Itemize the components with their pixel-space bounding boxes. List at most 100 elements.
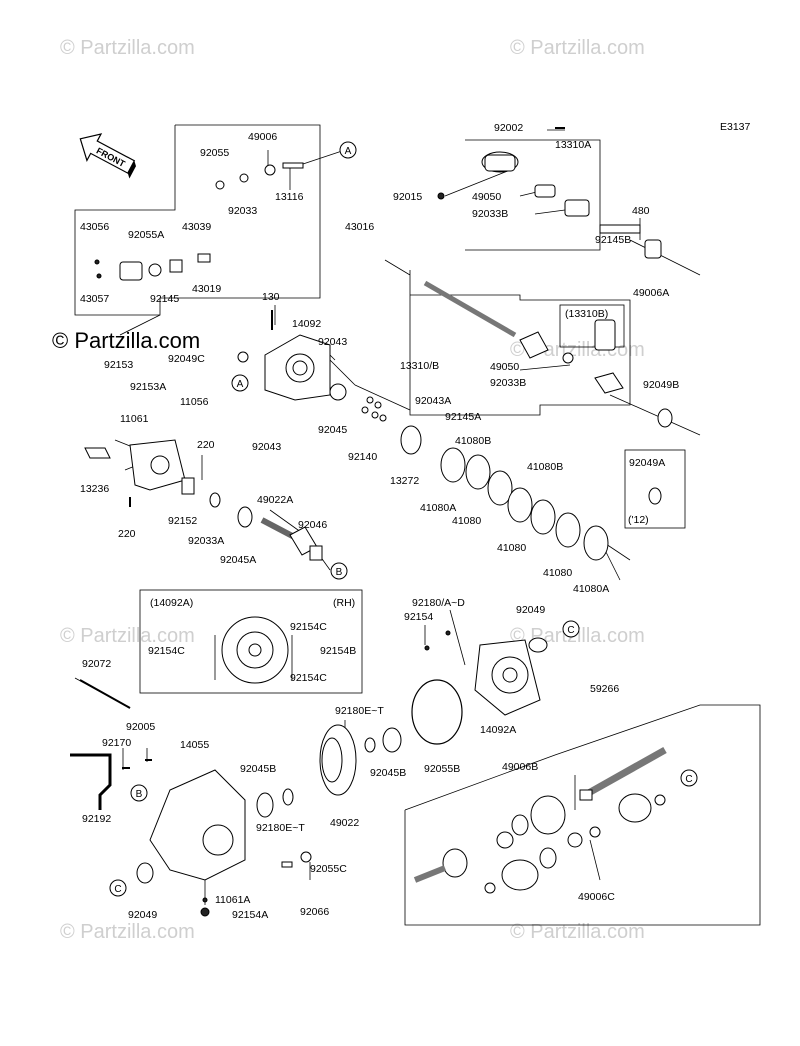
part-number-label: 92045B: [370, 767, 406, 779]
part-number-label: 92049: [516, 604, 545, 616]
part-number-label: 11061A: [215, 894, 250, 906]
part-number-label: 92033: [228, 205, 257, 217]
part-number-label: 220: [197, 439, 215, 451]
part-number-label: 11056: [180, 396, 209, 408]
rh-cover-shape: [221, 616, 289, 684]
part-number-label: 92045B: [240, 763, 276, 775]
part-number-label: 92154C: [290, 672, 327, 684]
watermark: © Partzilla.com: [60, 921, 195, 943]
part-number-label: 14055: [180, 739, 209, 751]
part-number-label: 92145A: [445, 411, 481, 423]
part-number-label: 92043A: [415, 395, 451, 407]
group-frames: [74, 124, 761, 926]
part-number-label: 92192: [82, 813, 111, 825]
part-number-labels: 92002 13310A 92015 49050 92033B 480 9214…: [80, 122, 679, 921]
watermark: © Partzilla.com: [60, 37, 195, 59]
part-number-label: 92046: [298, 519, 327, 531]
part-number-label: 92055B: [424, 763, 460, 775]
ref-marker-c: C: [562, 620, 580, 638]
front-arrow-icon: FRONT: [79, 133, 136, 179]
part-number-label: 130: [262, 291, 280, 303]
part-number-label: 92140: [348, 451, 377, 463]
ref-markers: A A B B C C C: [109, 141, 698, 897]
inset-label-assembly: (14092A): [150, 597, 193, 609]
ref-marker-c: C: [680, 769, 698, 787]
part-number-label: 92049B: [643, 379, 679, 391]
svg-text:A: A: [345, 146, 352, 157]
part-number-label: 92055: [200, 147, 229, 159]
part-number-label: 14092A: [480, 724, 516, 736]
ref-marker-b: B: [330, 562, 348, 580]
part-number-label: 43016: [345, 221, 374, 233]
part-number-label: 13272: [390, 475, 419, 487]
part-number-label: 220: [118, 528, 136, 540]
inset-label-sub-assembly: (13310B): [565, 308, 608, 320]
part-number-label: 41080B: [455, 435, 491, 447]
inset-label-side: (RH): [333, 597, 355, 609]
watermark: © Partzilla.com: [60, 625, 195, 647]
svg-text:B: B: [136, 789, 143, 800]
part-shapes: [70, 127, 673, 917]
part-number-label: 49050: [490, 361, 519, 373]
part-number-label: 92145: [150, 293, 179, 305]
diagram-code: E3137: [720, 121, 751, 133]
part-number-label: 13310A: [555, 139, 591, 151]
part-number-label: 92043: [252, 441, 281, 453]
part-number-label: 92055C: [310, 863, 347, 875]
part-number-label: 92033B: [472, 208, 508, 220]
part-number-label: 92066: [300, 906, 329, 918]
part-number-label: 92154: [404, 611, 433, 623]
part-number-label: 14092: [292, 318, 321, 330]
part-number-label: 13310/B: [400, 360, 439, 372]
part-number-label: 59266: [590, 683, 619, 695]
part-number-label: 41080: [543, 567, 572, 579]
part-number-label: 49022A: [257, 494, 293, 506]
svg-text:B: B: [336, 567, 343, 578]
part-number-label: 49050: [472, 191, 501, 203]
part-number-label: 92049: [128, 909, 157, 921]
svg-text:C: C: [567, 625, 574, 636]
part-number-label: 92033B: [490, 377, 526, 389]
inset-label-year: ('12): [628, 514, 649, 526]
part-number-label: 41080: [452, 515, 481, 527]
ref-marker-a: A: [339, 141, 357, 159]
part-number-label: 92154C: [148, 645, 185, 657]
part-number-label: 92045A: [220, 554, 256, 566]
part-number-label: 43057: [80, 293, 109, 305]
part-number-label: 92045: [318, 424, 347, 436]
ref-marker-c: C: [109, 879, 127, 897]
watermark: © Partzilla.com: [510, 921, 645, 943]
part-number-label: 92180/A~D: [412, 597, 465, 609]
part-number-label: 92154C: [290, 621, 327, 633]
svg-text:C: C: [685, 774, 692, 785]
part-number-label: 43056: [80, 221, 109, 233]
part-number-label: 92152: [168, 515, 197, 527]
part-number-label: 92180E~T: [335, 705, 384, 717]
svg-text:A: A: [237, 379, 244, 390]
part-number-label: 49006A: [633, 287, 669, 299]
part-number-label: 92049C: [168, 353, 205, 365]
part-number-label: 41080: [497, 542, 526, 554]
part-number-label: 92180E~T: [256, 822, 305, 834]
part-number-label: 92043: [318, 336, 347, 348]
part-number-label: 49022: [330, 817, 359, 829]
ref-marker-a: A: [231, 374, 249, 392]
part-number-label: 92170: [102, 737, 131, 749]
part-number-label: 92005: [126, 721, 155, 733]
svg-text:C: C: [114, 884, 121, 895]
part-number-label: 49006B: [502, 761, 538, 773]
part-number-label: 41080A: [420, 502, 456, 514]
part-number-label: 92154A: [232, 909, 268, 921]
part-number-label: 49006C: [578, 891, 615, 903]
part-number-label: 92145B: [595, 234, 631, 246]
part-number-label: 92055A: [128, 229, 164, 241]
part-number-label: 92153A: [130, 381, 166, 393]
part-number-label: 13116: [275, 191, 304, 203]
part-number-label: 49006: [248, 131, 277, 143]
part-number-label: 92072: [82, 658, 111, 670]
part-number-label: 13236: [80, 483, 109, 495]
part-number-label: 43019: [192, 283, 221, 295]
part-number-label: 92002: [494, 122, 523, 134]
part-number-label: 92033A: [188, 535, 224, 547]
part-number-label: 41080A: [573, 583, 609, 595]
